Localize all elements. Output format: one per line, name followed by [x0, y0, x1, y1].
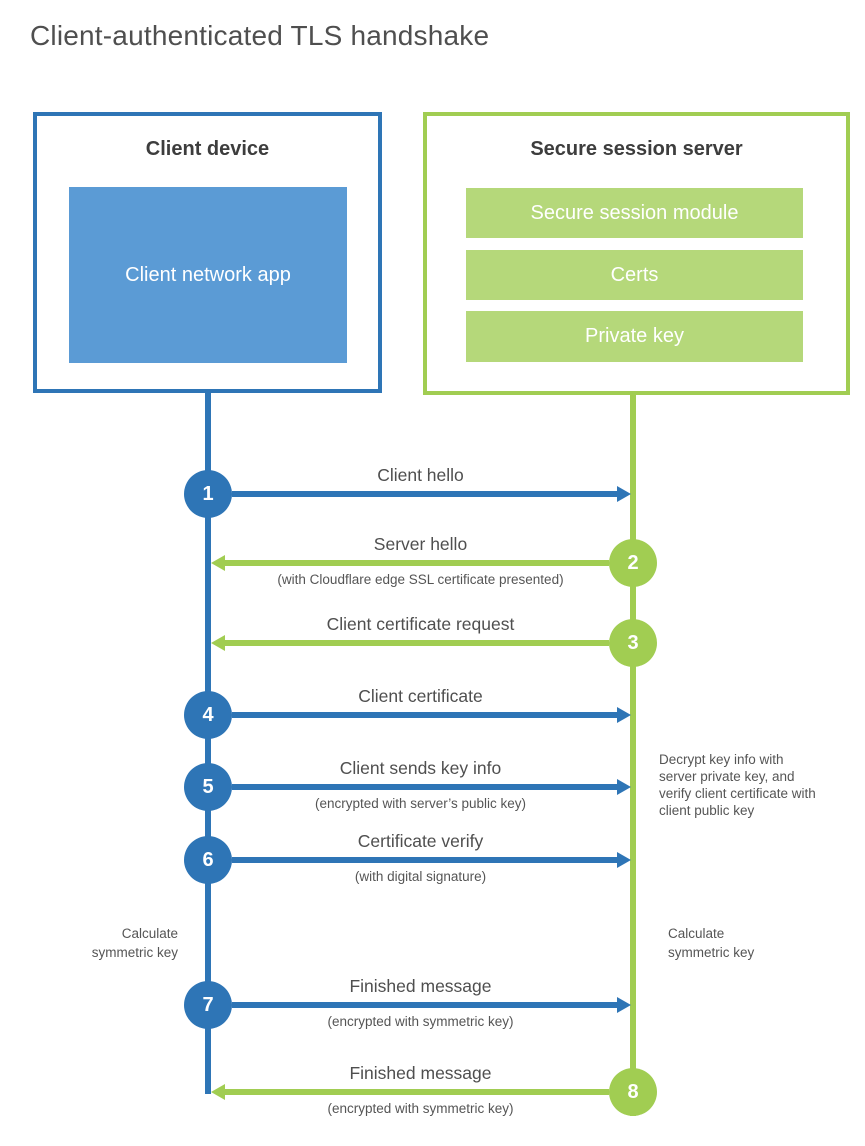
arrow-line-step-1: [232, 491, 617, 497]
step-sublabel-2: (with Cloudflare edge SSL certificate pr…: [277, 572, 564, 587]
step-circle-3: 3: [609, 619, 657, 667]
arrow-head-step-2: [211, 555, 225, 571]
step-label-2: Server hello: [373, 534, 468, 554]
step-circle-1: 1: [184, 470, 232, 518]
step-label-1: Client hello: [377, 465, 464, 485]
page-title: Client-authenticated TLS handshake: [30, 20, 490, 51]
arrow-line-step-6: [232, 857, 617, 863]
step-circle-6: 6: [184, 836, 232, 884]
server-private-key-bar: Private key: [466, 311, 803, 362]
step-label-3: Client certificate request: [326, 614, 515, 634]
client-device-box: Client device Client network app: [33, 112, 382, 393]
arrow-head-step-5: [617, 779, 631, 795]
arrow-head-step-4: [617, 707, 631, 723]
client-network-app-label: Client network app: [125, 264, 291, 286]
arrow-line-step-8: [225, 1089, 609, 1095]
arrow-head-step-8: [211, 1084, 225, 1100]
secure-session-server-box: Secure session server Secure session mod…: [423, 112, 850, 395]
decrypt-key-info-note: Decrypt key info with server private key…: [659, 752, 816, 818]
step-circle-8: 8: [609, 1068, 657, 1116]
arrow-head-step-3: [211, 635, 225, 651]
step-sublabel-6: (with digital signature): [354, 869, 487, 884]
step-circle-4: 4: [184, 691, 232, 739]
arrow-line-step-7: [232, 1002, 617, 1008]
calculate-symmetric-key-note-server: Calculate symmetric key: [668, 926, 755, 960]
step-sublabel-5: (encrypted with server’s public key): [314, 796, 527, 811]
arrow-line-step-5: [232, 784, 617, 790]
calculate-symmetric-key-note-client: Calculate symmetric key: [91, 926, 178, 960]
step-label-6: Certificate verify: [357, 831, 484, 851]
server-certs-bar: Certs: [466, 250, 803, 300]
arrow-line-step-2: [225, 560, 609, 566]
step-sublabel-7: (encrypted with symmetric key): [327, 1014, 514, 1029]
step-label-5: Client sends key info: [339, 758, 502, 778]
client-network-app-box: Client network app: [69, 187, 347, 363]
step-circle-2: 2: [609, 539, 657, 587]
secure-session-server-title: Secure session server: [530, 138, 743, 160]
arrow-head-step-6: [617, 852, 631, 868]
step-circle-7: 7: [184, 981, 232, 1029]
step-sublabel-8: (encrypted with symmetric key): [327, 1101, 514, 1116]
step-circle-5: 5: [184, 763, 232, 811]
step-label-4: Client certificate: [358, 686, 483, 706]
step-label-8: Finished message: [349, 1063, 492, 1083]
step-label-7: Finished message: [349, 976, 492, 996]
server-lifeline: [630, 393, 636, 1116]
arrow-head-step-1: [617, 486, 631, 502]
client-lifeline: [205, 391, 211, 1094]
arrow-head-step-7: [617, 997, 631, 1013]
client-device-title: Client device: [145, 138, 270, 160]
arrow-line-step-3: [225, 640, 609, 646]
server-module-bar: Secure session module: [466, 188, 803, 238]
arrow-line-step-4: [232, 712, 617, 718]
